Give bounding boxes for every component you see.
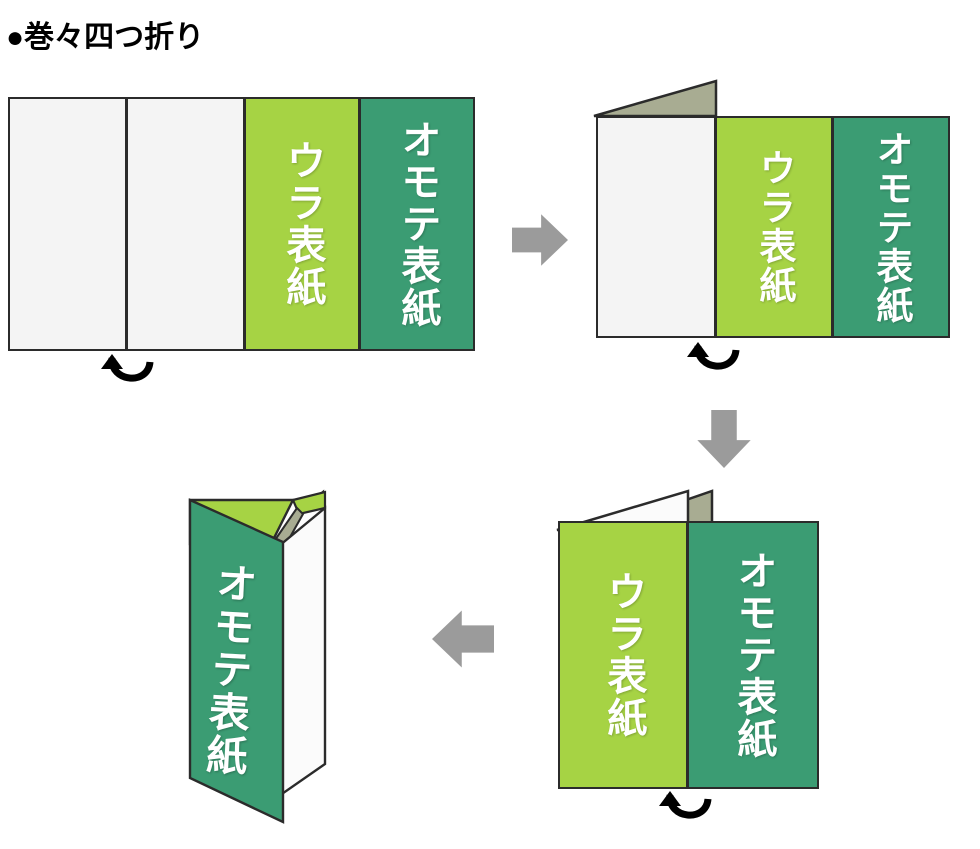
step2-front-cover-label: オモテ表紙 [870,129,912,325]
step3-back-cover-label: ウラ表紙 [601,571,646,739]
step1-panel-4-front-cover: オモテ表紙 [359,97,475,351]
step1-back-cover-label: ウラ表紙 [280,140,325,308]
fold-curl-step1 [98,352,162,394]
step-2-first-fold: ウラ表紙 オモテ表紙 [580,60,980,400]
step3-front-cover-label: オモテ表紙 [731,550,776,760]
step2-panel-1-blank [596,116,716,338]
step2-folded-flap [592,78,728,120]
step1-panel-1-blank [8,97,127,351]
step3-panel-1-back-cover: ウラ表紙 [558,521,688,789]
step2-back-cover-label: ウラ表紙 [753,149,795,305]
step-3-second-fold: ウラ表紙 オモテ表紙 [540,480,870,820]
step-1-unfolded-sheet: ウラ表紙 オモテ表紙 [0,0,500,400]
step1-panel-3-back-cover: ウラ表紙 [244,97,360,351]
step3-panel-2-front-cover: オモテ表紙 [687,521,819,789]
final-front-white-leaf [277,505,327,799]
step2-panel-3-front-cover: オモテ表紙 [832,116,950,338]
page-title: ●巻々四つ折り [6,21,205,54]
step1-front-cover-label: オモテ表紙 [395,119,440,329]
final-front-cover-face [188,498,285,824]
step-4-finished-roll-fold: オモテ表紙 [175,478,390,840]
final-fold-illustration [175,478,390,840]
arrow-step1-to-step2 [512,214,568,266]
fold-curl-step3 [656,789,720,831]
fold-curl-step2 [684,340,748,382]
step1-panel-2-blank [126,97,245,351]
arrow-step2-to-step3 [697,410,751,468]
step2-panel-2-back-cover: ウラ表紙 [715,116,833,338]
